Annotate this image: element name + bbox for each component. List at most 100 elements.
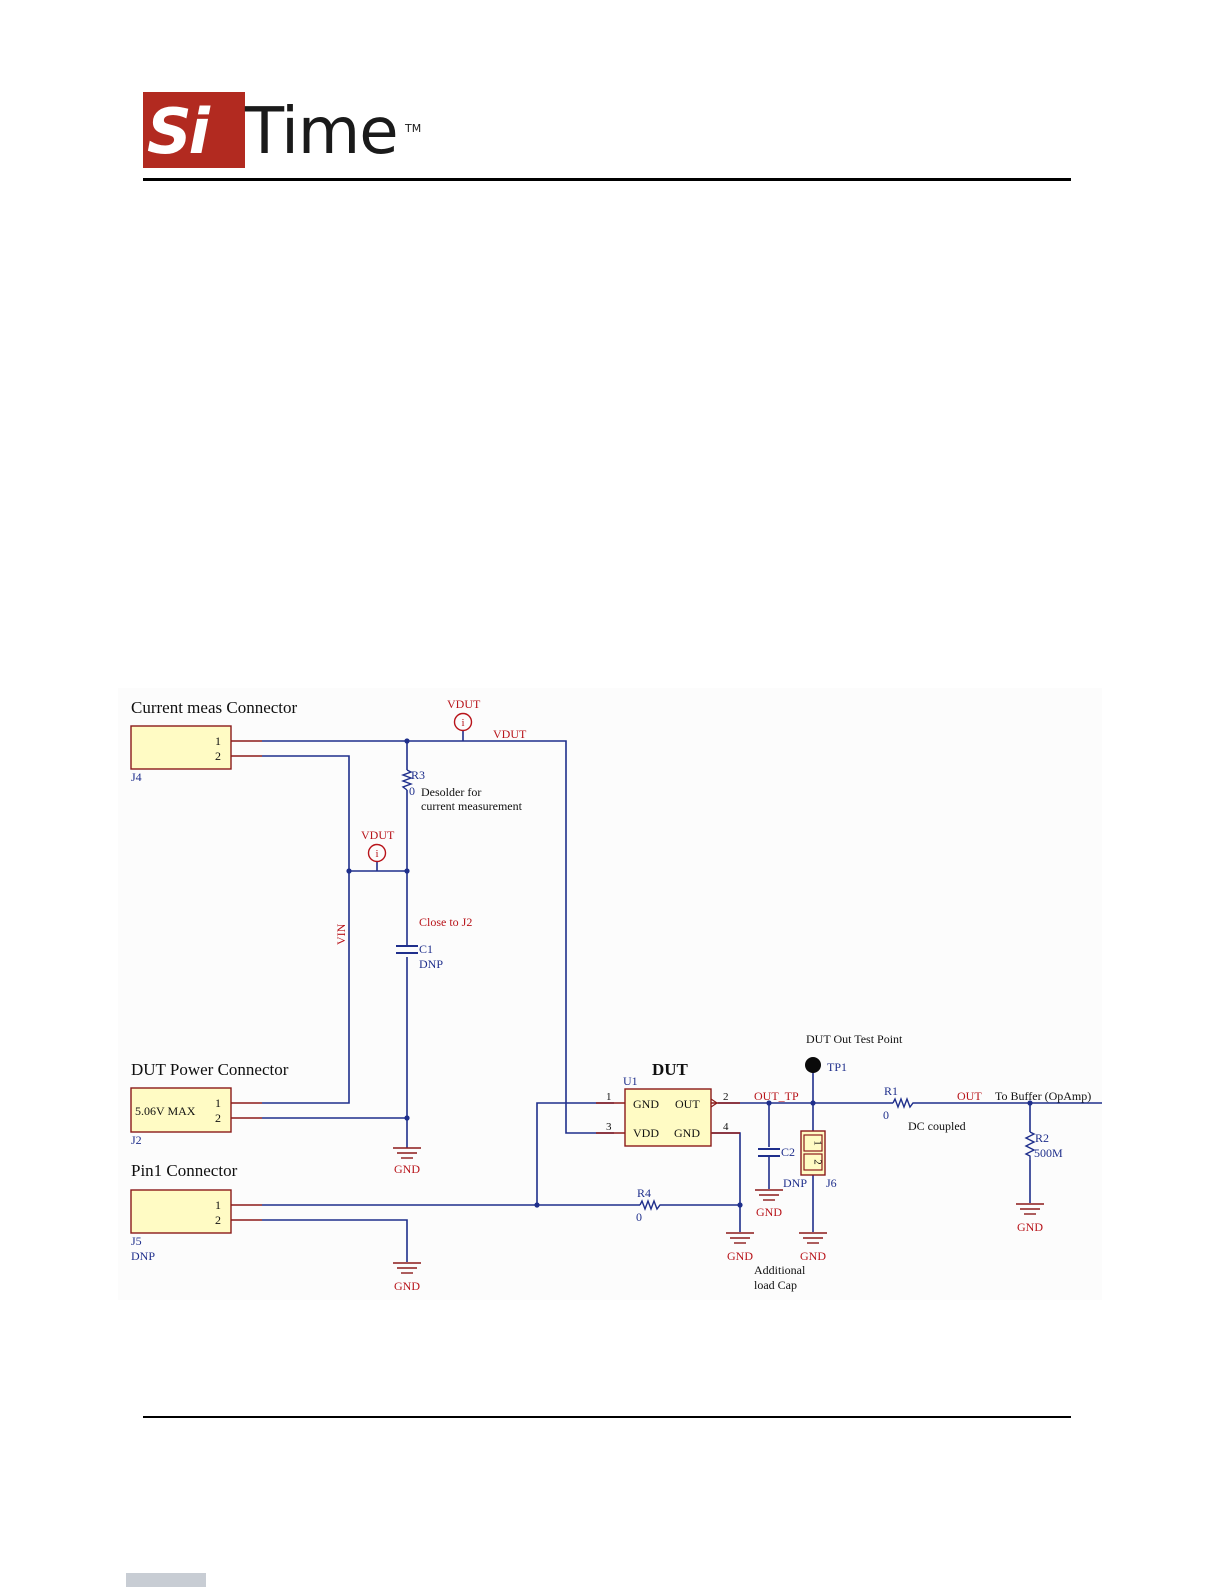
connector-j6: 1 2 J6 (800, 1130, 837, 1190)
footer-rule (143, 1416, 1071, 1418)
r1-value: 0 (883, 1108, 889, 1122)
junction (1027, 1100, 1033, 1106)
j4-pin1-number: 1 (215, 734, 221, 748)
tp1-ref: TP1 (827, 1060, 847, 1074)
u1-pin4-number: 4 (723, 1121, 729, 1133)
u1-pin2-name: OUT (675, 1097, 700, 1111)
net-out-tp: OUT_TP (754, 1089, 799, 1103)
schematic-panel (118, 688, 1102, 1300)
junction (404, 738, 410, 744)
heading-dut: DUT (652, 1060, 689, 1079)
wire-vdut (262, 740, 614, 1134)
u1-body (624, 1088, 712, 1147)
connector-body (130, 1087, 232, 1133)
junction (404, 868, 410, 874)
junctions (346, 738, 1033, 1208)
port-marker-icon (453, 712, 473, 732)
u1-pin3-name: VDD (633, 1126, 659, 1140)
port-marker-icon (367, 843, 387, 863)
junction (810, 1100, 816, 1106)
u1-dut: U1 1 3 2 4 GND VDD OUT GND (596, 1074, 740, 1147)
r1-ref: R1 (884, 1084, 898, 1098)
j5-note: DNP (131, 1249, 155, 1263)
heading-dut-power: DUT Power Connector (131, 1060, 289, 1079)
port-marker-glyph: i (375, 848, 378, 860)
junction (404, 1115, 410, 1121)
j6-ref: J6 (826, 1176, 837, 1190)
note-additional-line2: load Cap (754, 1278, 797, 1292)
note-additional-line1: Additional (754, 1263, 806, 1277)
u1-pin4-name: GND (674, 1126, 700, 1140)
r4-ref: R4 (637, 1186, 651, 1200)
ground-icon (726, 1232, 754, 1244)
r1-symbol (892, 1097, 915, 1109)
c2-ref: C2 (781, 1145, 795, 1159)
j4-ref: J4 (131, 770, 142, 784)
j5-ref: J5 (131, 1234, 142, 1248)
logo-text-time: Time (245, 95, 399, 169)
connector-j4: 1 2 J4 (130, 725, 262, 784)
net-vdut-wire: VDUT (493, 727, 527, 741)
heading-pin1: Pin1 Connector (131, 1161, 238, 1180)
r2-symbol (1024, 1131, 1036, 1160)
logo-red-box: Si (143, 92, 245, 168)
capacitors (396, 945, 780, 1157)
net-vdut-port-top: VDUT (447, 697, 481, 711)
ground-icon (1016, 1203, 1044, 1215)
j5-pin1-number: 1 (215, 1198, 221, 1212)
header-rule (143, 178, 1071, 181)
port-marker-glyph: i (461, 717, 464, 729)
j6-pin1-number: 1 (811, 1140, 823, 1146)
connector-j2: 5.06V MAX 1 2 J2 (130, 1087, 262, 1147)
vdut-port-mid: i (367, 843, 387, 863)
wire-u1-pin1 (536, 1102, 614, 1205)
j6-pin2-number: 2 (811, 1159, 823, 1165)
j4-pin2-number: 2 (215, 749, 221, 763)
u1-pin1-number: 1 (606, 1091, 612, 1103)
logo-text-si: Si (147, 95, 210, 168)
j2-pin2-number: 2 (215, 1111, 221, 1125)
connector-body (130, 1189, 232, 1234)
ground-icon (393, 1262, 421, 1274)
j2-pin1-number: 1 (215, 1096, 221, 1110)
wires (262, 731, 1102, 1262)
r3-note-line2: current measurement (421, 799, 523, 813)
ground-labels: GND GND GND GND GND GND (394, 1162, 1043, 1293)
test-point-icon (805, 1057, 821, 1073)
note-to-buffer: To Buffer (OpAmp) (995, 1089, 1091, 1103)
ground-icon (393, 1147, 421, 1159)
c2-value: DNP (783, 1176, 807, 1190)
r1-note: DC coupled (908, 1119, 966, 1133)
junction (346, 868, 352, 874)
r4-symbol (639, 1199, 665, 1211)
u1-pin3-number: 3 (606, 1121, 612, 1133)
net-out: OUT (957, 1089, 982, 1103)
r3-value: 0 (409, 784, 415, 798)
gnd-label: GND (394, 1279, 420, 1293)
footer-bar (126, 1573, 206, 1587)
output-arrow-icon (710, 1098, 719, 1108)
c1-ref: C1 (419, 942, 433, 956)
r4-value: 0 (636, 1210, 642, 1224)
logo-trademark: TM (405, 122, 422, 135)
u1-pin2-number: 2 (723, 1091, 729, 1103)
resistors (401, 769, 1036, 1211)
net-vin: VIN (334, 923, 348, 945)
j2-ref: J2 (131, 1133, 142, 1147)
wire-vin (262, 755, 350, 1104)
u1-pin1-name: GND (633, 1097, 659, 1111)
r3-note-line1: Desolder for (421, 785, 481, 799)
gnd-label: GND (394, 1162, 420, 1176)
gnd-label: GND (756, 1205, 782, 1219)
junction (534, 1202, 540, 1208)
junction (766, 1100, 772, 1106)
net-vdut-port-mid: VDUT (361, 828, 395, 842)
r3-ref: R3 (411, 768, 425, 782)
j5-pin2-number: 2 (215, 1213, 221, 1227)
junction (737, 1202, 743, 1208)
vdut-port-top: i (453, 712, 473, 732)
r3-symbol (401, 769, 413, 791)
ground-icon (799, 1232, 827, 1244)
note-close-to-j2: Close to J2 (419, 915, 472, 929)
